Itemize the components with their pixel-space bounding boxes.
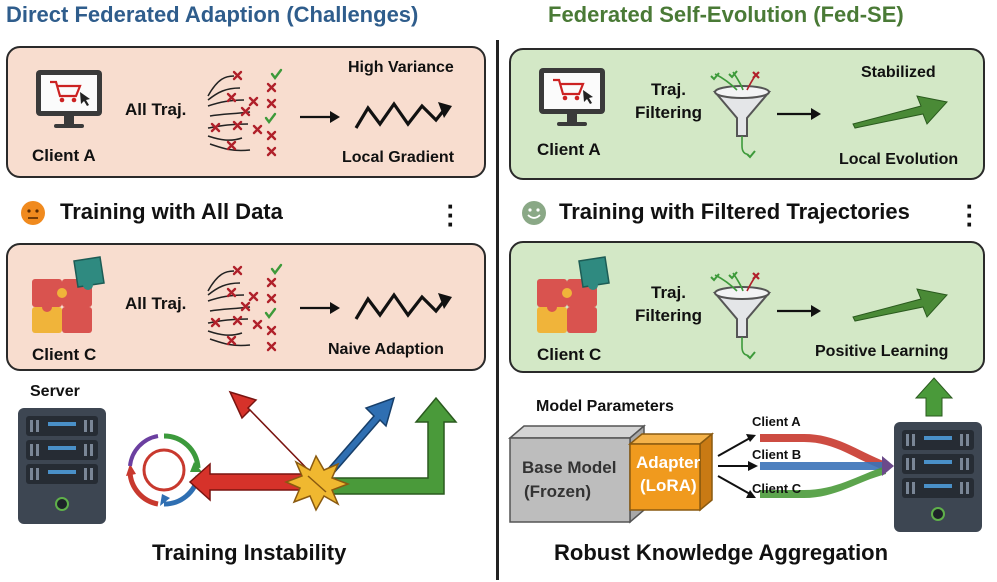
right-middle-text: Training with Filtered Trajectories — [559, 199, 910, 224]
shopping-cart-monitor-icon — [36, 70, 102, 128]
filtering-label-a: Filtering — [635, 103, 703, 122]
sad-face-icon — [21, 201, 45, 225]
center-divider — [496, 40, 499, 580]
route-client-a: Client A — [752, 414, 801, 429]
right-client-a-panel: Client A Traj. Filtering Stabilized Loca… — [509, 48, 985, 180]
client-a-label: Client A — [32, 146, 96, 165]
left-client-a-panel: Client A All Traj. High Variance Local G… — [6, 46, 486, 178]
conflicting-gradients-icon — [188, 390, 458, 512]
trajectory-fan-icon — [207, 68, 283, 157]
model-block-icon — [507, 424, 715, 524]
high-variance-label: High Variance — [348, 59, 454, 76]
traj-label-a: Traj. — [651, 80, 686, 99]
arrow-right-icon-right-c — [777, 305, 821, 317]
shopping-cart-monitor-icon-right — [539, 68, 605, 126]
traj-label-c: Traj. — [651, 283, 686, 302]
adapter-label: Adapter — [636, 453, 701, 472]
filtering-label-c: Filtering — [635, 306, 703, 325]
robust-aggregation-caption: Robust Knowledge Aggregation — [554, 540, 889, 565]
funnel-icon-c — [710, 271, 772, 360]
all-traj-label: All Traj. — [125, 100, 187, 119]
base-model-frozen-label: (Frozen) — [524, 482, 592, 501]
positive-learning-label: Positive Learning — [815, 343, 949, 360]
client-a-label-right: Client A — [537, 140, 601, 159]
puzzle-icon-right — [537, 256, 610, 333]
server-rack-icon-right — [894, 422, 982, 532]
upward-arrow-icon — [914, 377, 954, 417]
client-routing-arrows — [717, 434, 894, 498]
puzzle-icon — [32, 256, 105, 333]
all-traj-label-c: All Traj. — [125, 294, 187, 313]
server-label: Server — [30, 383, 80, 400]
trajectory-fan-icon-c — [207, 263, 283, 352]
vertical-ellipsis-icon-right: ··· — [965, 191, 975, 239]
model-parameters-label: Model Parameters — [536, 398, 674, 415]
naive-adaption-label: Naive Adaption — [328, 341, 444, 358]
base-model-label: Base Model — [522, 458, 617, 477]
right-title: Federated Self-Evolution (Fed-SE) — [548, 2, 904, 27]
stabilized-label: Stabilized — [861, 64, 936, 81]
left-client-c-panel: Client C All Traj. Naive Adaption — [6, 243, 486, 371]
local-gradient-label: Local Gradient — [342, 149, 455, 166]
happy-face-icon — [522, 201, 546, 225]
server-rack-icon — [18, 408, 106, 524]
training-instability-caption: Training Instability — [152, 540, 347, 565]
route-client-c: Client C — [752, 481, 802, 496]
arrow-right-icon — [300, 111, 340, 123]
vertical-ellipsis-icon: ··· — [446, 191, 456, 239]
local-evolution-label: Local Evolution — [839, 151, 959, 168]
funnel-icon — [710, 70, 772, 159]
arrow-right-icon-c — [300, 302, 340, 314]
zigzag-adaption-icon — [354, 292, 452, 320]
cycle-arrows-icon — [126, 433, 202, 507]
left-title: Direct Federated Adaption (Challenges) — [6, 2, 419, 27]
client-c-label-right: Client C — [537, 345, 602, 364]
adapter-lora-label: (LoRA) — [640, 476, 697, 495]
arrow-right-icon-right-a — [777, 108, 821, 120]
positive-arrow-icon — [852, 288, 948, 322]
stable-arrow-icon — [852, 95, 948, 129]
zigzag-gradient-icon — [354, 101, 452, 129]
left-middle-text: Training with All Data — [60, 199, 283, 224]
route-client-b: Client B — [752, 447, 802, 462]
client-c-label: Client C — [32, 345, 97, 364]
right-client-c-panel: Client C Traj. Filtering Positive Learni… — [509, 241, 985, 373]
